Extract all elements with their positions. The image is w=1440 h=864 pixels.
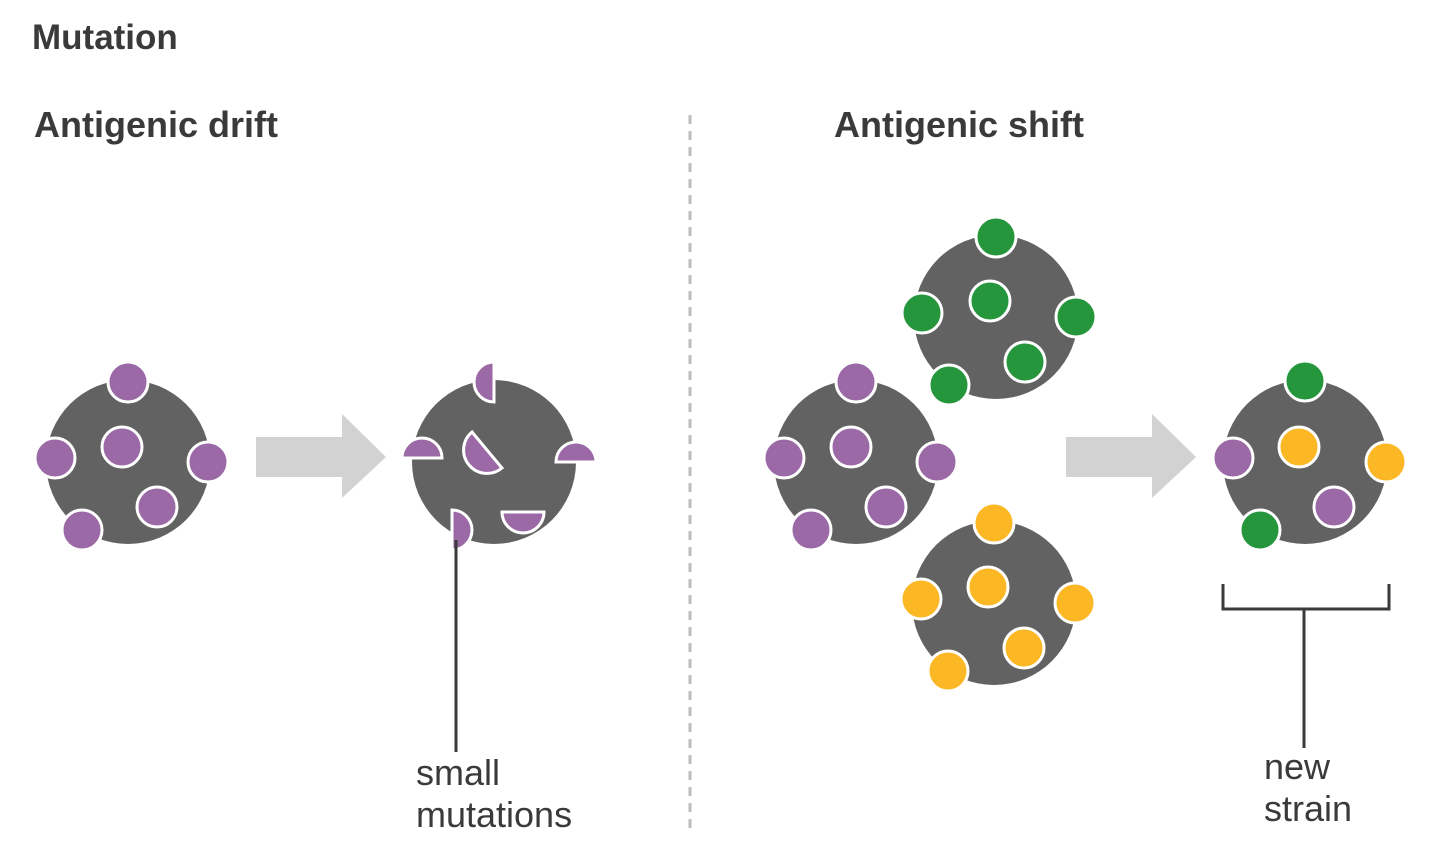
arrow-right-icon: [1066, 414, 1196, 498]
arrow-right-icon: [256, 414, 386, 498]
purple-virus-particle-icon: [762, 360, 959, 552]
caption-line: mutations: [416, 794, 573, 835]
caption-line: small: [416, 752, 501, 793]
small-mutations-caption: small mutations: [416, 752, 572, 836]
new-strain-bracket: [1221, 584, 1391, 748]
new-strain-caption: new strain: [1264, 746, 1352, 830]
mutated-virus-particle-icon: [400, 360, 598, 552]
caption-line: strain: [1264, 788, 1353, 829]
virus-particle-icon: [33, 360, 230, 552]
yellow-virus-particle-icon: [899, 501, 1097, 693]
green-virus-particle-icon: [900, 215, 1098, 407]
new-strain-virus-particle-icon: [1211, 359, 1408, 552]
antigenic-drift-heading: Antigenic drift: [34, 104, 278, 145]
diagram-title: Mutation: [32, 18, 178, 57]
caption-line: new: [1264, 746, 1331, 787]
antigenic-shift-heading: Antigenic shift: [834, 104, 1084, 145]
